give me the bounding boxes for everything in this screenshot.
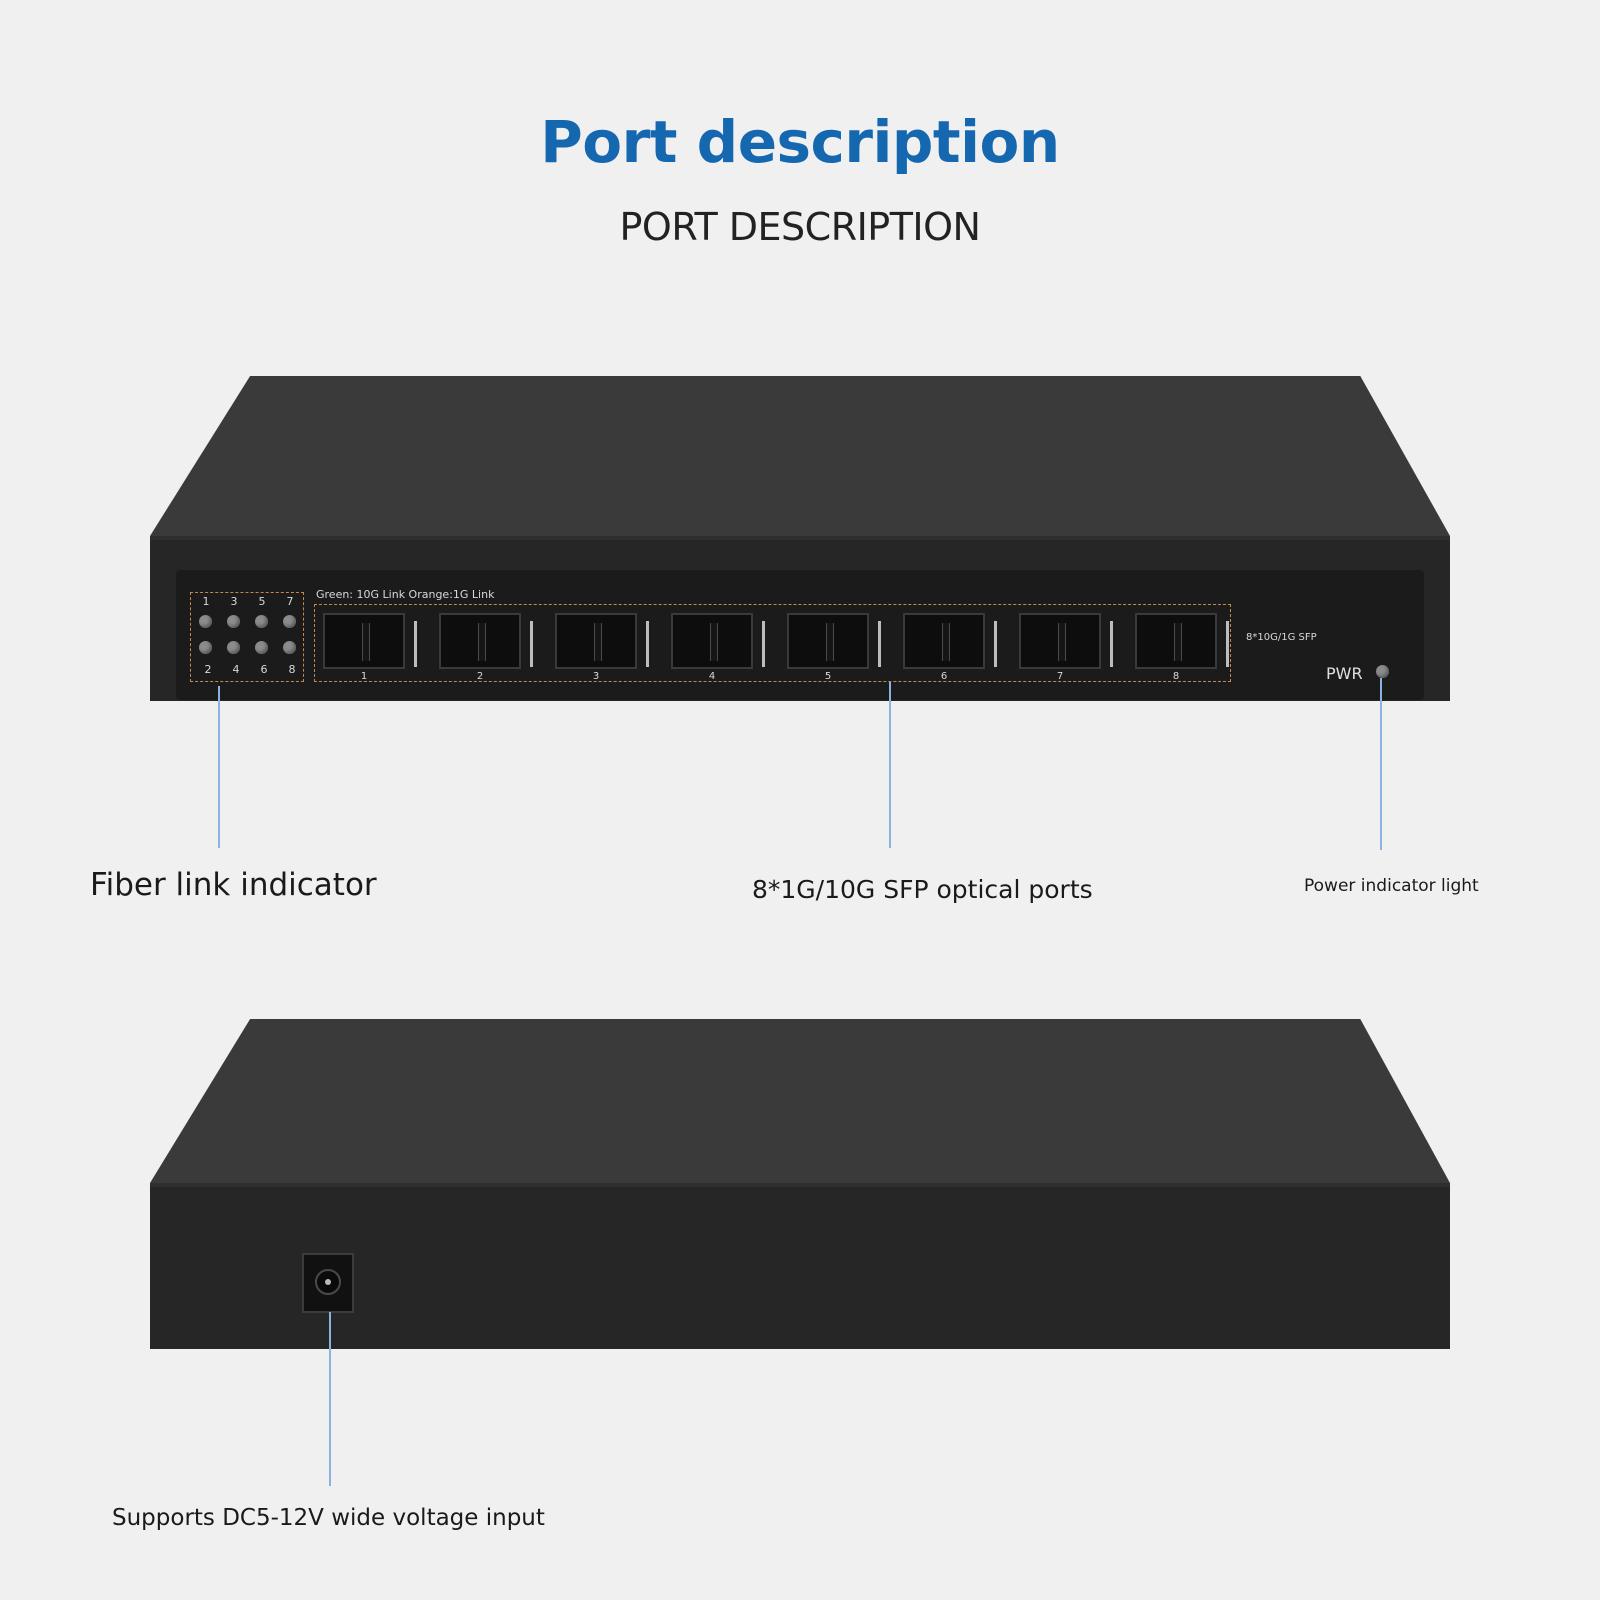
dc-input-label: Supports DC5-12V wide voltage input [112,1505,545,1531]
dc-callout-line [329,1312,331,1486]
fiber-link-led-group: 1 3 5 7 2 4 6 8 [190,592,304,682]
sfp-port[interactable] [903,613,997,669]
sfp-port[interactable] [1135,613,1229,669]
sfp-port[interactable] [555,613,649,669]
front-panel: 1 3 5 7 2 4 6 8 Green: 10G Link Orange:1… [176,570,1424,700]
switch-front-face: 1 3 5 7 2 4 6 8 Green: 10G Link Orange:1… [150,536,1450,701]
power-indicator-label: Power indicator light [1304,876,1479,896]
fiber-link-indicator-label: Fiber link indicator [90,867,377,903]
sfp-optical-ports-label: 8*1G/10G SFP optical ports [752,875,1093,904]
page-subtitle: PORT DESCRIPTION [619,205,981,249]
sfp-port[interactable] [323,613,417,669]
led-number: 6 [260,663,268,676]
sfp-port-number: 7 [1056,671,1064,682]
dc-power-jack[interactable] [302,1253,354,1313]
led-number: 4 [232,663,240,676]
sfp-port[interactable] [787,613,881,669]
power-callout-line [1380,678,1382,850]
led-number: 5 [258,595,266,608]
switch-rear-view [150,1019,1450,1349]
fiber-link-led [283,615,296,628]
fiber-link-led [255,615,268,628]
fiber-link-led [199,615,212,628]
led-number: 7 [286,595,294,608]
fiber-link-led [199,641,212,654]
sfp-port-number: 8 [1172,671,1180,682]
switch-top-surface [150,1019,1450,1183]
switch-top-surface [150,376,1450,536]
link-color-legend: Green: 10G Link Orange:1G Link [316,588,495,601]
sfp-callout-line [889,682,891,848]
led-number: 1 [202,595,210,608]
sfp-port-number: 3 [592,671,600,682]
fiber-link-led [227,615,240,628]
sfp-port[interactable] [1019,613,1113,669]
sfp-port[interactable] [671,613,765,669]
fiber-link-led [283,641,296,654]
sfp-type-label: 8*10G/1G SFP [1246,632,1317,643]
sfp-port-number: 6 [940,671,948,682]
sfp-port-number: 4 [708,671,716,682]
fiber-link-led [227,641,240,654]
dc-jack-ring [315,1269,341,1295]
led-number: 2 [204,663,212,676]
sfp-port-number: 2 [476,671,484,682]
sfp-port-group: 1 2 3 4 5 6 7 8 [314,604,1231,682]
led-number: 3 [230,595,238,608]
pwr-label: PWR [1326,664,1363,683]
dc-jack-pin [325,1279,331,1285]
switch-rear-face [150,1183,1450,1349]
sfp-port-number: 1 [360,671,368,682]
sfp-port[interactable] [439,613,533,669]
power-led [1376,665,1389,678]
fiber-link-led [255,641,268,654]
led-number: 8 [288,663,296,676]
fiber-callout-line [218,686,220,848]
page-title: Port description [540,108,1060,176]
sfp-port-number: 5 [824,671,832,682]
switch-front-view: 1 3 5 7 2 4 6 8 Green: 10G Link Orange:1… [150,376,1450,701]
